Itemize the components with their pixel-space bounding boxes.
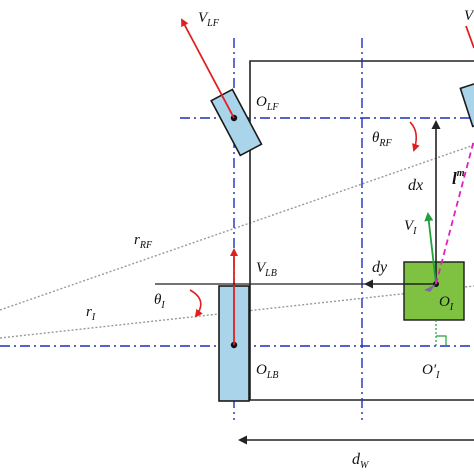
label-o-lb: OLB xyxy=(256,362,279,381)
label-v-i: VI xyxy=(404,218,417,237)
theta-rf-arc xyxy=(409,121,420,152)
wheel-left-front xyxy=(210,88,263,157)
body-center-mark xyxy=(424,284,436,292)
label-o-i: OI xyxy=(439,294,454,313)
label-d-w: dW xyxy=(352,451,370,471)
label-theta-rf: θRF xyxy=(372,130,392,149)
theta-i-arc xyxy=(189,289,203,318)
label-r-rf: rRF xyxy=(134,232,153,251)
vehicle-frame xyxy=(249,60,474,401)
label-r-i: rI xyxy=(86,304,96,323)
velocity-vector-i xyxy=(424,212,437,285)
wheel-right-front-partial xyxy=(459,80,474,128)
label-v-lb: VLB xyxy=(256,260,277,279)
velocity-vector-rf-partial xyxy=(465,25,474,49)
label-o-i-prime: O′I xyxy=(422,362,440,381)
ray-r-i xyxy=(0,285,474,339)
label-partial-v: V xyxy=(464,8,474,24)
label-dx: dx xyxy=(408,177,423,194)
label-theta-i: θI xyxy=(154,292,165,311)
label-v-lf: VLF xyxy=(198,10,220,29)
right-angle-mark xyxy=(436,335,447,346)
velocity-vector-lf xyxy=(181,18,235,119)
label-dy: dy xyxy=(372,259,388,276)
label-l-m: lm xyxy=(452,168,465,188)
label-o-lf: OLF xyxy=(256,94,279,113)
look-vector-lm xyxy=(435,139,474,285)
